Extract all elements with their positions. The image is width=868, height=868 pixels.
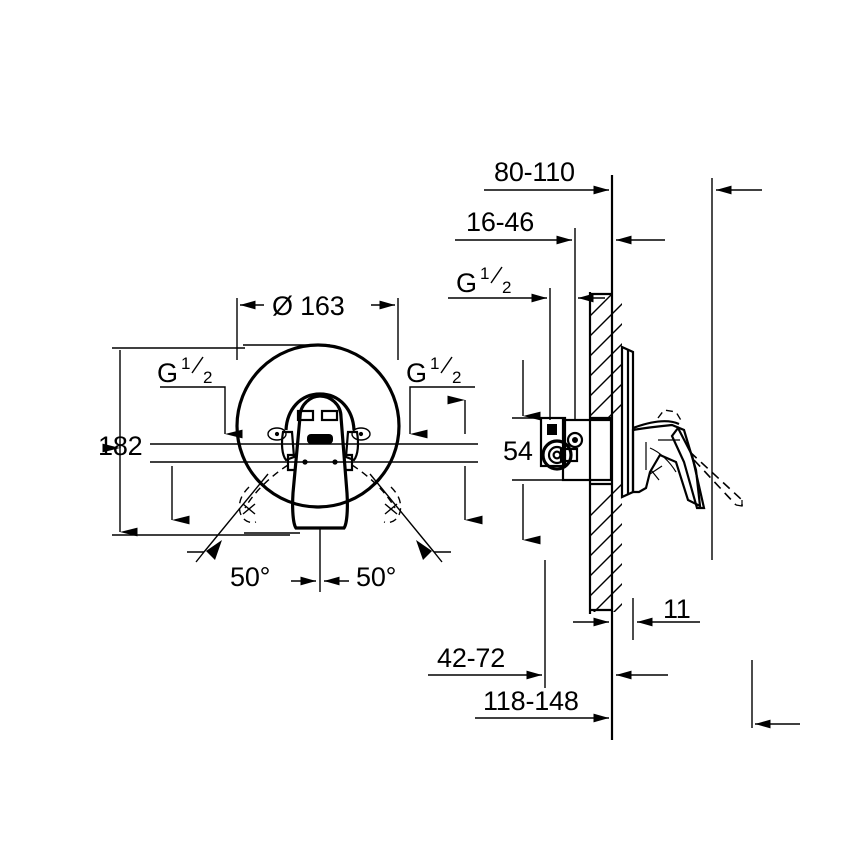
g-half-front-left-slash	[191, 356, 204, 374]
dim-16-46	[455, 228, 665, 420]
dim-label-118-148: 118-148	[483, 686, 579, 716]
g-half-front-right-slash	[440, 356, 453, 374]
g-half-side-numerator: 1	[480, 264, 489, 283]
dim-g-half-side	[448, 288, 605, 420]
dim-label-diameter-163: Ø 163	[272, 291, 345, 321]
g-half-front-right-denominator: 2	[452, 368, 461, 387]
dim-54	[512, 360, 566, 545]
g-half-left-leader	[160, 386, 243, 439]
front-view	[102, 298, 483, 592]
dim-label-angle-left: 50°	[230, 562, 270, 592]
label-g-half-front-left: G 1 2	[157, 354, 212, 388]
dim-label-182: 182	[98, 431, 142, 461]
label-g-half-side: G 1 2	[456, 264, 511, 298]
g-half-front-left-numerator: 1	[181, 354, 190, 373]
dim-label-80-110: 80-110	[494, 157, 575, 187]
height-182-dimension	[102, 347, 290, 537]
dim-label-16-46: 16-46	[466, 207, 534, 237]
side-section-view	[428, 175, 800, 740]
dim-label-11: 11	[663, 594, 691, 624]
g-half-front-left-denominator: 2	[203, 368, 212, 387]
angle-leader-left	[187, 473, 269, 563]
mixer-front-silhouette	[267, 392, 371, 592]
g-half-front-left-g: G	[157, 358, 178, 388]
angle-tick-marks	[242, 503, 398, 515]
g-half-side-g: G	[456, 268, 477, 298]
wall-hatch-bottom	[590, 483, 622, 612]
g-half-side-denominator: 2	[502, 278, 511, 297]
dim-11	[573, 598, 700, 640]
cartridge-assembly	[541, 431, 584, 471]
g-half-front-right-numerator: 1	[430, 354, 439, 373]
inner-vertical-arrows	[171, 395, 483, 525]
g-half-right-leader	[409, 386, 475, 439]
dim-label-angle-right: 50°	[356, 562, 396, 592]
g-half-front-right-g: G	[406, 358, 427, 388]
label-g-half-front-right: G 1 2	[406, 354, 461, 388]
dim-42-72	[428, 560, 668, 688]
angle-leader-right	[369, 473, 451, 563]
dim-80-110	[484, 175, 613, 200]
mixer-side-profile	[631, 409, 743, 510]
lever-slot	[307, 434, 333, 444]
g-half-side-slash	[490, 266, 503, 284]
dim-right-bottom-arrow	[751, 660, 800, 729]
dim-label-54: 54	[503, 436, 533, 466]
lever-swing-arcs	[238, 464, 402, 524]
diameter-dimension-group	[236, 298, 399, 360]
wall-hatch-top	[590, 295, 622, 420]
dim-label-42-72: 42-72	[437, 643, 505, 673]
